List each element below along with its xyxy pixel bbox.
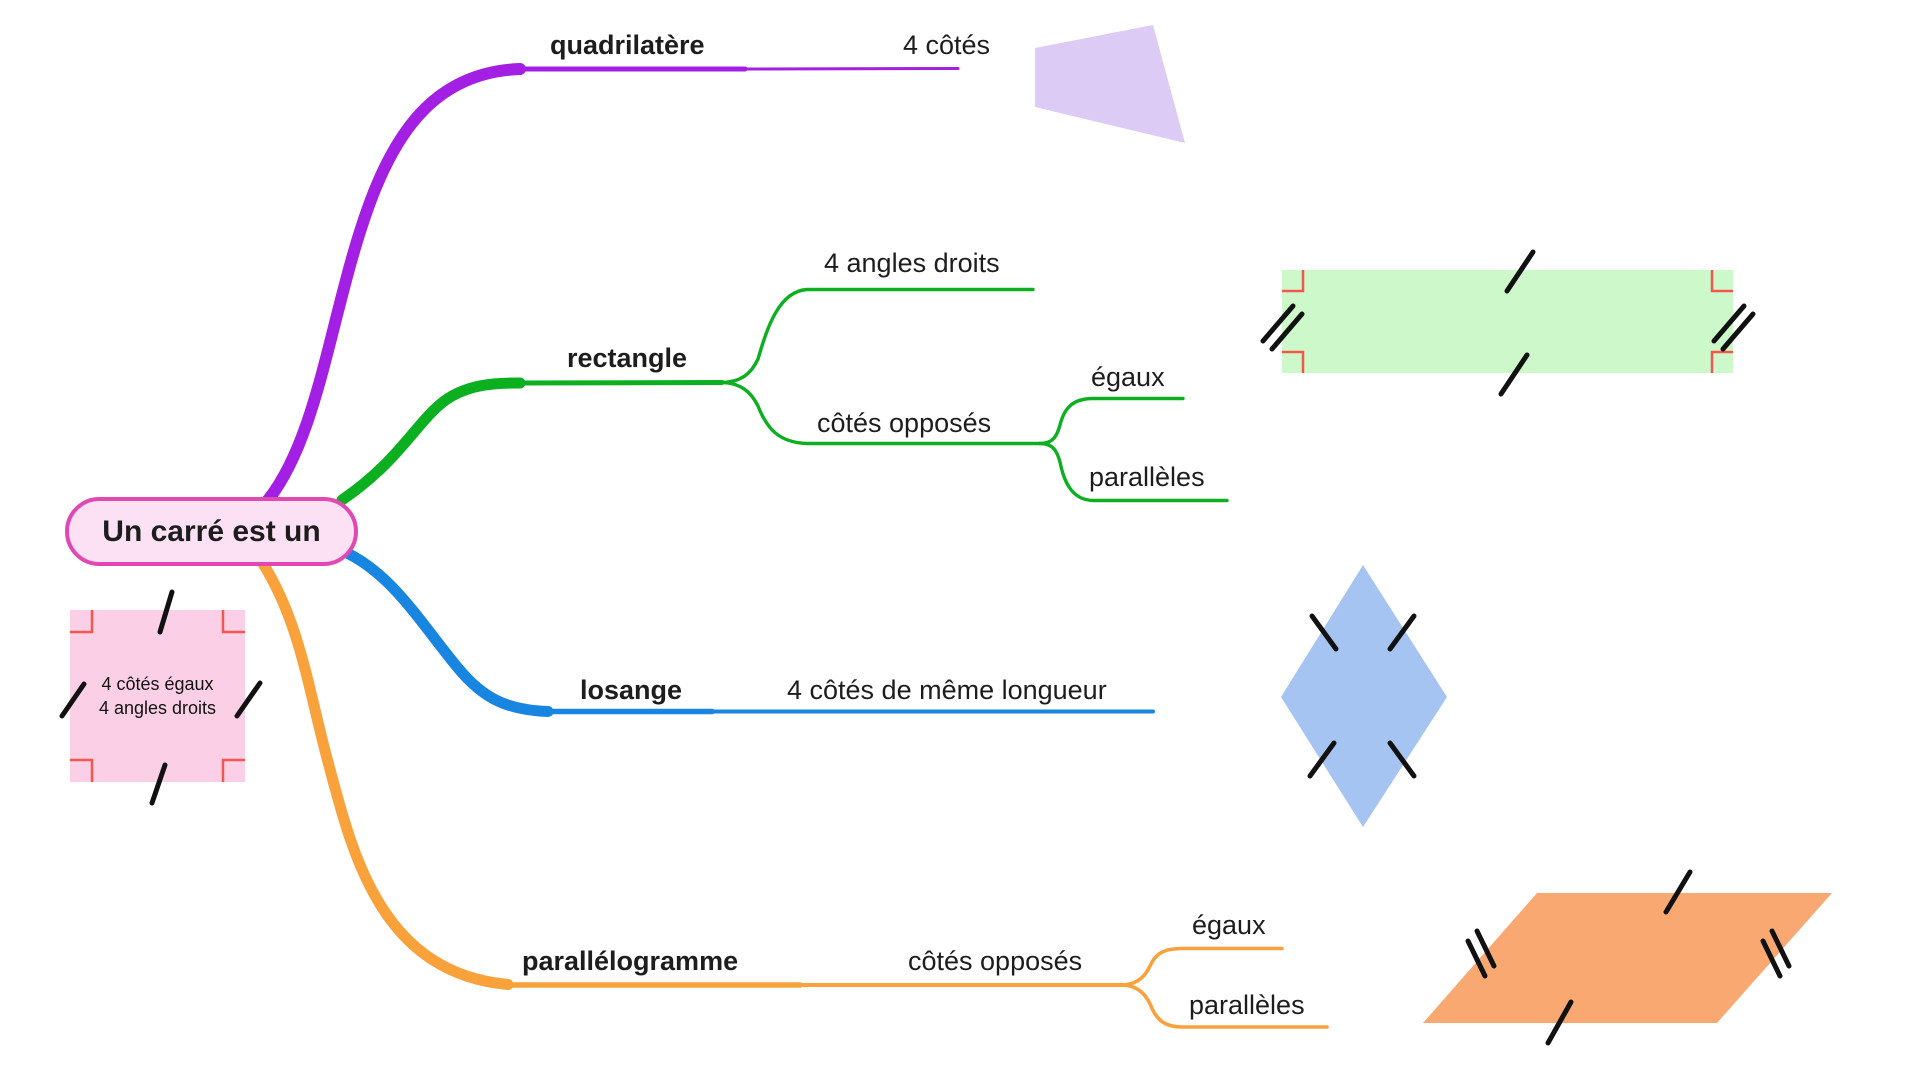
square-annotation-line1: 4 côtés égaux (101, 674, 214, 694)
attr-label-paralleles-parallelogramme[interactable]: parallèles (1189, 990, 1305, 1020)
branch-label-rectangle[interactable]: rectangle (567, 343, 688, 373)
square-annotation-line2: 4 angles droits (98, 698, 217, 718)
attr-label-cotes-opposes-rectangle[interactable]: côtés opposés (817, 408, 992, 438)
parallelogramme-shape (1423, 893, 1832, 1023)
branch-rectangle-lines (336, 287, 1229, 506)
attr-label-meme-longueur[interactable]: 4 côtés de même longueur (787, 675, 1107, 705)
attr-label-paralleles-rectangle[interactable]: parallèles (1089, 462, 1205, 492)
attr-label-cotes-opposes-parallelogramme[interactable]: côtés opposés (908, 946, 1083, 976)
quadrilatere-shape (1035, 25, 1185, 143)
attr-label-4-cotes[interactable]: 4 côtés (903, 30, 991, 60)
rectangle-right-angle-marks (1282, 270, 1733, 373)
branch-parallelogramme-lines (256, 556, 1329, 1029)
branch-label-quadrilatere[interactable]: quadrilatère (550, 30, 705, 60)
branch-quadrilatere-lines (262, 63, 960, 506)
center-node[interactable]: Un carré est un (65, 497, 358, 566)
branch-label-parallelogramme[interactable]: parallélogramme (522, 946, 739, 976)
square-shape (70, 610, 245, 782)
square-annotation: 4 côtés égaux 4 angles droits (70, 610, 245, 782)
losange-shape (1281, 565, 1447, 827)
rectangle-shape (1282, 270, 1733, 373)
branch-losange-lines (339, 546, 1155, 717)
attr-label-egaux-rectangle[interactable]: égaux (1091, 362, 1165, 392)
attr-label-4-angles-droits[interactable]: 4 angles droits (824, 248, 1000, 278)
branch-label-losange[interactable]: losange (580, 675, 683, 705)
attr-label-egaux-parallelogramme[interactable]: égaux (1192, 910, 1266, 940)
square-right-angle-marks (70, 610, 245, 782)
side-tick-marks (59, 249, 1792, 1046)
